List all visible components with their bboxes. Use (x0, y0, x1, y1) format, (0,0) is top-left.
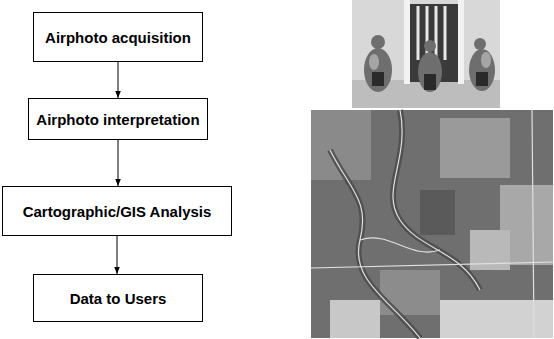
process-box: Data to Users (33, 274, 203, 322)
flow-arrow (118, 62, 119, 98)
box-label: Data to Users (70, 290, 167, 307)
process-box: Airphoto interpretation (28, 98, 208, 140)
flow-arrow (118, 140, 119, 186)
process-box: Cartographic/GIS Analysis (2, 186, 232, 236)
flow-arrow (117, 236, 118, 274)
box-label: Airphoto acquisition (45, 29, 191, 46)
aerial-photo (311, 110, 553, 338)
pigeon-photo (352, 0, 500, 108)
process-box: Airphoto acquisition (33, 12, 203, 62)
box-label: Cartographic/GIS Analysis (23, 203, 212, 220)
box-label: Airphoto interpretation (36, 111, 199, 128)
